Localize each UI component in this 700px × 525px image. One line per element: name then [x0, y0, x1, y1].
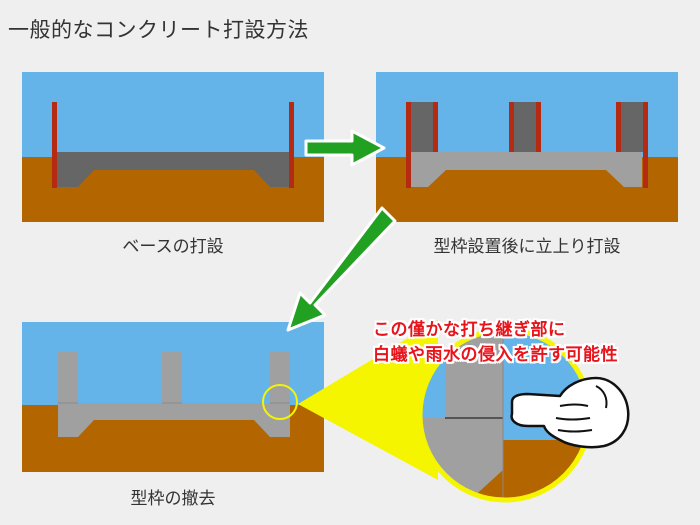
caption-step-1: ベースの打設 [122, 237, 224, 257]
callout-line-2: 白蟻や雨水の侵入を許す可能性 [373, 345, 618, 365]
panel-2-diagram [376, 72, 678, 222]
panel-1-soil [22, 157, 324, 222]
pointing-hand-icon [510, 376, 630, 449]
panel-1-diagram [22, 72, 324, 222]
panel-3-wall-left [58, 352, 78, 403]
panel-1-formwork-left [52, 102, 57, 188]
panel-2-formwork-3 [509, 102, 514, 152]
panel-2-wall-left [411, 102, 433, 152]
panel-2-formwork-4 [536, 102, 541, 152]
panel-2-formwork-5 [616, 102, 621, 152]
panel-1-formwork-right [289, 102, 294, 188]
caption-step-3: 型枠の撤去 [130, 489, 216, 509]
arrow-step-1-to-2 [304, 129, 386, 167]
panel-2-wall-middle [514, 102, 536, 152]
callout-line-1: この僅かな打ち継ぎ部に [373, 320, 566, 340]
panel-2-base-concrete [409, 152, 642, 187]
panel-2-formwork-6 [643, 102, 648, 188]
panel-2-formwork-1 [406, 102, 411, 188]
page-title: 一般的なコンクリート打設方法 [8, 18, 309, 42]
panel-2-formwork-2 [433, 102, 438, 152]
panel-3-soil [22, 405, 324, 472]
panel-1-base-concrete [56, 152, 290, 187]
panel-3-diagram [22, 322, 324, 472]
panel-2-wall-right [621, 102, 643, 152]
panel-3-wall-right [270, 352, 290, 403]
panel-1-sky [22, 72, 324, 222]
panel-2-sky [376, 72, 678, 222]
arrow-step-2-to-3 [286, 206, 397, 332]
magnifier-circle-icon [262, 384, 298, 420]
panel-3-sky [22, 322, 324, 472]
panel-3-wall-middle [162, 352, 182, 403]
caption-step-2: 型枠設置後に立上り打設 [433, 237, 621, 257]
panel-3-base-concrete [58, 403, 290, 437]
panel-2-soil [376, 157, 678, 222]
